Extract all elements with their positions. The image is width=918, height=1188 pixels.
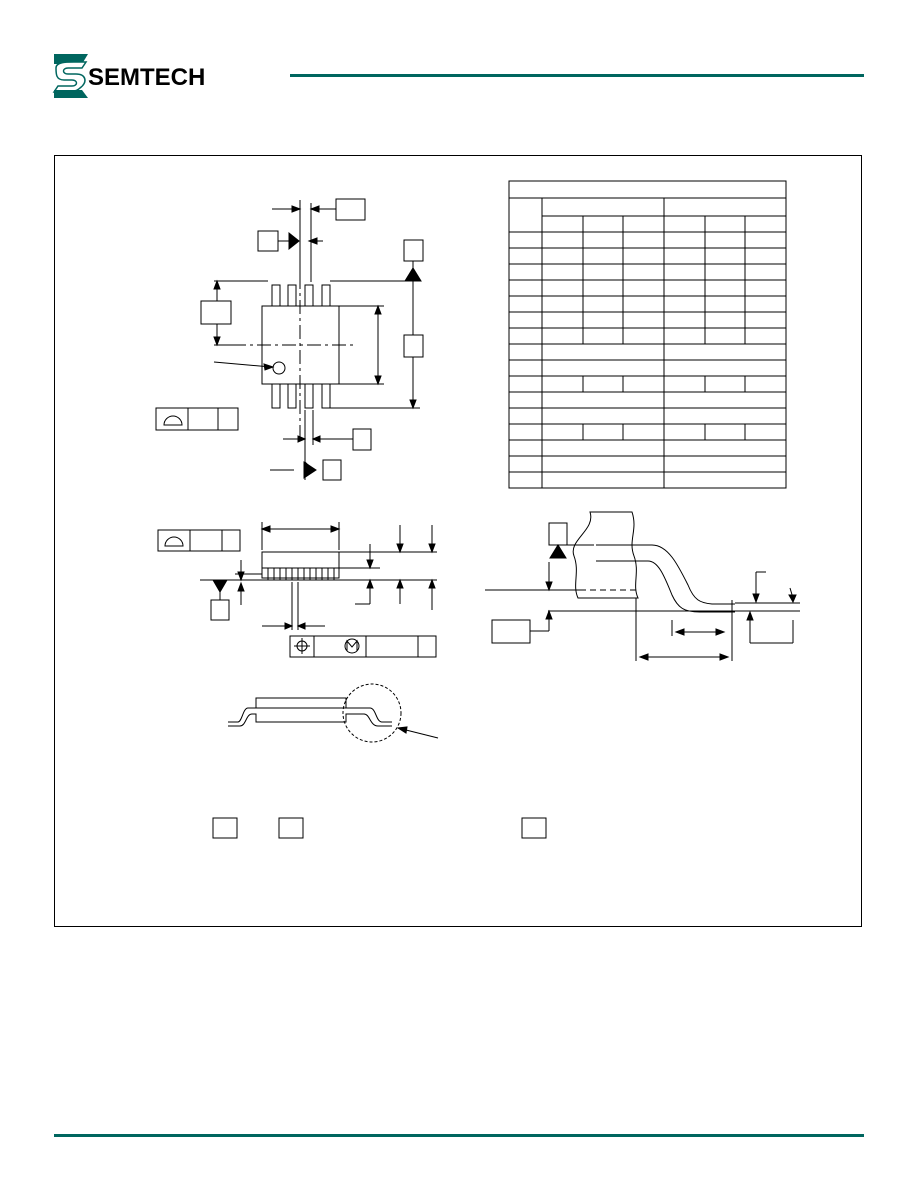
mmc-icon <box>344 638 360 654</box>
dimension-table <box>508 180 787 489</box>
drawing-frame <box>54 155 862 927</box>
side-view-body-lower <box>261 567 340 579</box>
detail-circle <box>342 683 402 743</box>
footer-rule <box>54 1134 864 1137</box>
callout-box <box>491 619 531 644</box>
callout-box <box>352 428 372 451</box>
callout-box <box>403 334 424 358</box>
note-reference-boxes <box>212 817 547 839</box>
feature-control-frame <box>157 529 241 552</box>
pin1-indicator <box>272 361 286 375</box>
top-view-leads-lower <box>271 383 331 409</box>
side-view <box>157 522 437 658</box>
top-view-leads-upper <box>271 284 331 307</box>
callout-box <box>200 300 232 325</box>
profile-surface-icon <box>163 415 183 426</box>
profile-surface-icon <box>164 536 184 547</box>
position-control-frame <box>289 635 437 658</box>
top-view <box>155 198 424 481</box>
semtech-s-mark-icon <box>52 54 88 98</box>
datum-box <box>322 459 342 481</box>
datum-box <box>403 239 424 262</box>
datum-box <box>257 230 279 252</box>
datum-box <box>548 522 568 546</box>
feature-control-frame <box>155 407 239 431</box>
lead-form-detail <box>228 683 439 743</box>
brand-name: SEMTECH <box>88 64 206 91</box>
datum-box <box>210 599 230 621</box>
header-rule <box>290 74 864 77</box>
semtech-logo: SEMTECH <box>52 52 274 100</box>
table-row-dividers <box>509 231 786 473</box>
callout-box <box>335 198 366 221</box>
side-view-body-upper <box>261 551 340 569</box>
detail-view <box>485 511 800 661</box>
